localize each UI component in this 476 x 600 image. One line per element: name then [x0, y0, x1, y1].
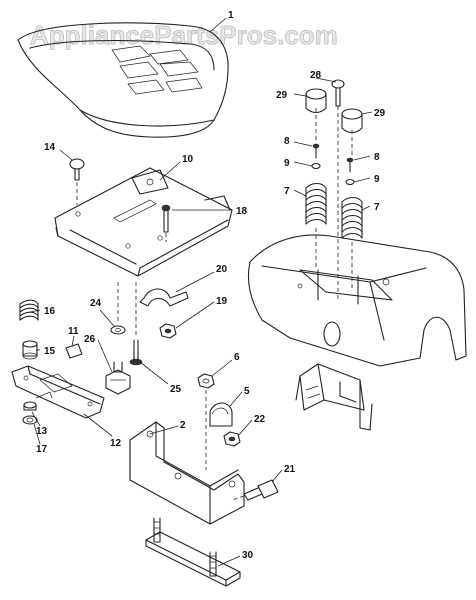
- hinge-bracket-part[interactable]: [129, 421, 245, 525]
- callout-10: 10: [182, 154, 194, 165]
- callout-14: 14: [44, 142, 56, 153]
- leader-lines: [29, 17, 373, 567]
- callout-12: 12: [110, 438, 122, 449]
- spacer-part[interactable]: [22, 340, 38, 360]
- callout-24: 24: [90, 298, 102, 309]
- callout-9-right: 9: [374, 174, 380, 185]
- hex-bolt-part[interactable]: [231, 479, 279, 501]
- callout-25: 25: [170, 384, 182, 395]
- callout-20: 20: [216, 264, 228, 275]
- seat-pan-part[interactable]: [54, 167, 233, 277]
- callout-8-left: 8: [284, 136, 290, 147]
- washer-part[interactable]: [23, 401, 37, 411]
- bushing-left-part[interactable]: [305, 88, 327, 114]
- callout-5: 5: [244, 386, 250, 397]
- pin-part[interactable]: [65, 343, 83, 359]
- callout-21: 21: [284, 464, 296, 475]
- adjustment-knob-part[interactable]: [105, 361, 131, 395]
- callout-29-left: 29: [276, 90, 288, 101]
- callout-6: 6: [234, 352, 240, 363]
- mounting-plate-part[interactable]: [11, 365, 105, 419]
- seat-part[interactable]: [17, 22, 229, 138]
- long-bolt-part[interactable]: [331, 79, 345, 300]
- spring-washer-left-part[interactable]: [311, 162, 321, 170]
- callout-9-left: 9: [284, 158, 290, 169]
- callout-8-right: 8: [374, 152, 380, 163]
- spring-washer-right-part[interactable]: [345, 178, 355, 186]
- flange-nut-part[interactable]: [223, 431, 241, 447]
- lock-nut-part[interactable]: [159, 323, 177, 339]
- callout-16: 16: [44, 306, 56, 317]
- bushing-right-part[interactable]: [341, 108, 363, 134]
- callout-29-right: 29: [374, 108, 386, 119]
- callout-28: 28: [310, 70, 322, 81]
- callout-30: 30: [242, 550, 254, 561]
- clip-part[interactable]: [209, 402, 233, 427]
- spring-part[interactable]: [19, 299, 39, 321]
- carriage-bolt-part[interactable]: [161, 204, 171, 242]
- spring-bolt-left-part[interactable]: [312, 143, 320, 159]
- callout-15: 15: [44, 346, 56, 357]
- callout-26: 26: [84, 334, 96, 345]
- knob-bolt-part[interactable]: [69, 158, 85, 205]
- shoulder-bolt-part[interactable]: [129, 282, 143, 366]
- stud-plate-part[interactable]: [145, 517, 241, 587]
- spring-bolt-right-part[interactable]: [346, 157, 354, 173]
- callout-7-left: 7: [284, 186, 290, 197]
- flat-washer-part[interactable]: [110, 282, 126, 335]
- callout-22: 22: [254, 414, 266, 425]
- seat-spring-right-part[interactable]: [341, 196, 363, 239]
- callout-13: 13: [36, 426, 48, 437]
- callout-11: 11: [68, 326, 79, 337]
- callout-19: 19: [216, 296, 228, 307]
- callout-17: 17: [36, 444, 48, 455]
- callout-labels: 1 10 14 18 16 15 11 24 26 20 19 25 12 13…: [36, 10, 386, 561]
- fender-frame: [247, 234, 467, 431]
- seat-spring-left-part[interactable]: [305, 182, 327, 225]
- callout-7-right: 7: [374, 202, 380, 213]
- hex-nut-part[interactable]: [197, 373, 215, 470]
- callout-1: 1: [228, 10, 234, 21]
- clamp-part[interactable]: [139, 288, 189, 307]
- callout-18: 18: [236, 206, 248, 217]
- callout-2: 2: [180, 420, 186, 431]
